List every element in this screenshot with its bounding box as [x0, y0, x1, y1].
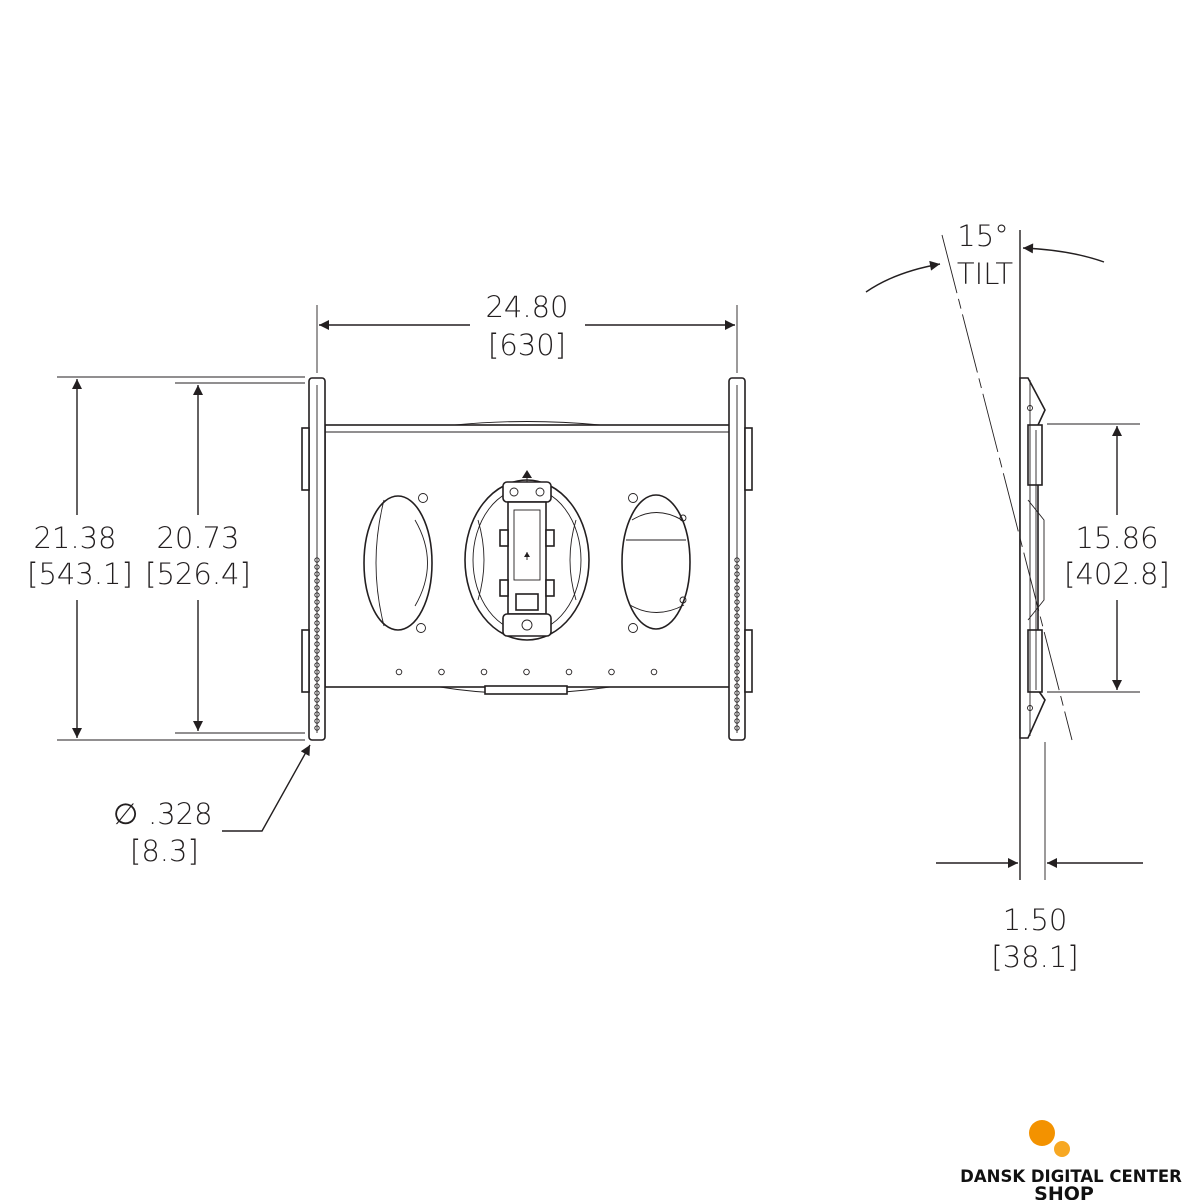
rail-hole	[314, 613, 320, 619]
rail-hole	[314, 571, 320, 577]
rail-hole	[314, 634, 320, 640]
depth-dimension: 1.50 [38.1]	[936, 742, 1143, 974]
rail-hole	[734, 627, 740, 633]
depth-mm: 38.1	[1003, 940, 1068, 974]
front-view	[301, 377, 753, 741]
overall-height-mm-bracket: [543.1]	[27, 557, 133, 591]
logo-dot-small	[1054, 1141, 1070, 1157]
rail-hole	[734, 606, 740, 612]
rail-hole	[314, 592, 320, 598]
rail-hole	[314, 655, 320, 661]
rail-hole	[314, 564, 320, 570]
plate-hole	[650, 668, 658, 676]
rail-hole	[734, 690, 740, 696]
rail-hole	[314, 718, 320, 724]
plate-hole	[608, 668, 615, 676]
rail-hole	[314, 690, 320, 696]
rail-hole	[734, 578, 740, 584]
rail-hole	[734, 613, 740, 619]
rail-hole	[314, 648, 320, 654]
rail-hole	[314, 669, 320, 675]
diameter-symbol: ∅	[113, 797, 138, 831]
plate-hole	[565, 668, 573, 676]
width-dimension: 24.80 [630]	[316, 290, 738, 373]
rail-height-mm-bracket: [526.4]	[145, 557, 251, 591]
bottom-hole-row	[395, 668, 658, 676]
shop-logo: DANSK DIGITAL CENTER SHOP	[960, 1120, 1182, 1200]
side-height-mm-bracket: [402.8]	[1064, 557, 1170, 591]
side-view	[941, 230, 1073, 880]
rail-hole	[734, 564, 740, 570]
hole-diameter-callout: ∅ .328 [8.3]	[113, 744, 311, 868]
rail-hole	[734, 683, 740, 689]
rail-hole	[734, 634, 740, 640]
rail-hole	[314, 606, 320, 612]
left-rail	[301, 377, 326, 741]
hole-diameter-mm: 8.3	[141, 834, 187, 868]
rail-hole	[314, 725, 320, 731]
plate-hole	[395, 668, 403, 676]
rail-hole	[314, 676, 320, 682]
plate-hole	[523, 668, 530, 676]
tilt-dimension: 15° TILT	[865, 219, 1105, 293]
side-height-dimension: 15.86 [402.8]	[1047, 423, 1170, 693]
rail-hole	[734, 704, 740, 710]
rail-hole	[734, 620, 740, 626]
right-rail	[728, 377, 753, 741]
rail-hole	[734, 641, 740, 647]
rail-hole	[314, 704, 320, 710]
rail-hole	[734, 718, 740, 724]
rail-height-mm: 526.4	[156, 557, 239, 591]
width-inch: 24.80	[485, 290, 568, 324]
rail-hole	[734, 571, 740, 577]
rail-hole	[734, 585, 740, 591]
rail-hole	[734, 669, 740, 675]
rail-hole	[734, 711, 740, 717]
logo-dot-large	[1029, 1120, 1055, 1146]
center-tilt-bracket	[464, 470, 590, 641]
rail-hole	[734, 697, 740, 703]
overall-height-mm: 543.1	[38, 557, 121, 591]
plate-hole	[438, 668, 445, 676]
rail-hole	[314, 578, 320, 584]
left-oval-cutout	[363, 493, 433, 633]
rail-hole	[734, 676, 740, 682]
width-mm-bracket: [630]	[488, 328, 566, 362]
overall-height-inch: 21.38	[33, 521, 116, 555]
rail-hole	[314, 683, 320, 689]
right-oval-cutout	[621, 493, 691, 633]
tilt-angle: 15°	[957, 219, 1008, 253]
rail-hole	[734, 662, 740, 668]
hole-diameter-inch: .328	[148, 797, 213, 831]
rail-hole	[314, 697, 320, 703]
rail-hole	[734, 725, 740, 731]
logo-line1: DANSK DIGITAL CENTER	[960, 1167, 1182, 1186]
depth-mm-bracket: [38.1]	[991, 940, 1078, 974]
plate-hole	[480, 668, 488, 676]
rail-hole	[314, 557, 320, 563]
rail-hole	[314, 620, 320, 626]
rail-height-dimension: 20.73 [526.4]	[145, 382, 305, 734]
rail-hole	[314, 641, 320, 647]
hole-diameter-mm-bracket: [8.3]	[130, 834, 199, 868]
rail-height-inch: 20.73	[156, 521, 239, 555]
rail-hole	[314, 627, 320, 633]
rail-hole	[314, 711, 320, 717]
rail-hole	[734, 592, 740, 598]
logo-line2: SHOP	[1034, 1183, 1094, 1200]
rail-hole	[314, 662, 320, 668]
rail-hole	[314, 585, 320, 591]
rail-hole	[314, 599, 320, 605]
overall-height-dimension: 21.38 [543.1]	[27, 376, 305, 741]
side-height-inch: 15.86	[1075, 521, 1158, 555]
side-height-mm: 402.8	[1075, 557, 1158, 591]
width-mm: 630	[499, 328, 554, 362]
rail-hole	[734, 655, 740, 661]
rail-hole	[734, 557, 740, 563]
tilt-label: TILT	[957, 257, 1013, 291]
rail-hole	[734, 599, 740, 605]
depth-inch: 1.50	[1003, 903, 1068, 937]
rail-hole	[734, 648, 740, 654]
